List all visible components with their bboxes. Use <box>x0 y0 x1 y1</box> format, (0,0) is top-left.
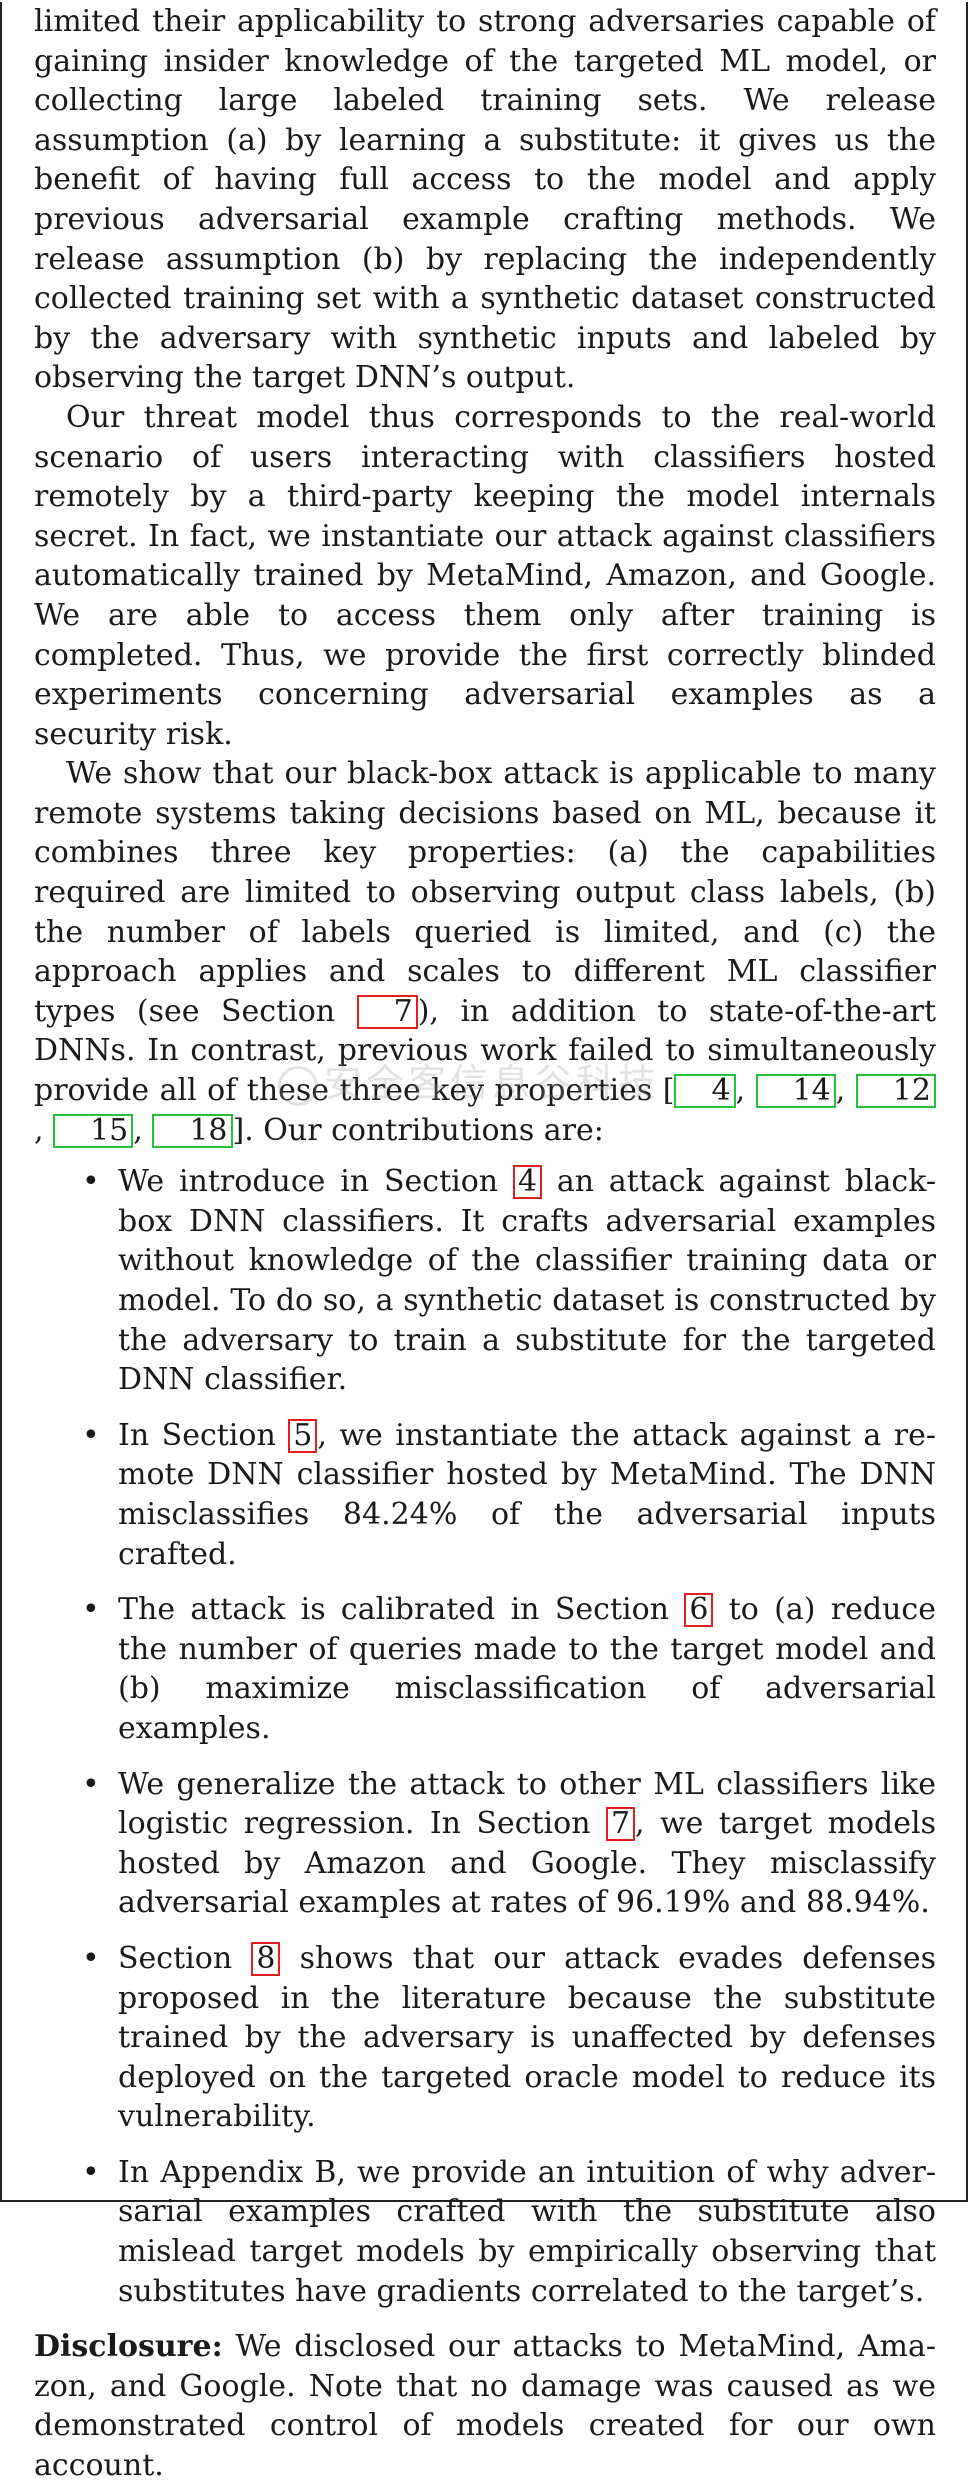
section-ref-link[interactable]: 7 <box>605 1807 636 1842</box>
section-ref-link[interactable]: 8 <box>251 1941 281 1976</box>
list-item: We introduce in Section 4 an attack agai… <box>82 1162 936 1400</box>
list-item: We generalize the attack to other ML cla… <box>82 1765 936 1923</box>
citation-link[interactable]: 12 <box>855 1074 936 1109</box>
list-item: In Section 5, we instantiate the attack … <box>82 1416 936 1574</box>
contributions-list: We introduce in Section 4 an attack agai… <box>34 1162 936 2311</box>
citation-link[interactable]: 14 <box>755 1074 836 1109</box>
citation-link[interactable]: 15 <box>53 1113 134 1148</box>
disclosure-label: Disclosure: <box>34 2329 223 2365</box>
list-item: Section 8 shows that our attack evades d… <box>82 1939 936 2137</box>
citation-link[interactable]: 18 <box>152 1113 233 1148</box>
section-ref-link[interactable]: 6 <box>684 1593 714 1628</box>
section-ref-link[interactable]: 7 <box>356 994 418 1029</box>
citation-link[interactable]: 4 <box>674 1074 736 1109</box>
paragraph-disclosure: Disclosure: We disclosed our attacks to … <box>34 2329 936 2484</box>
list-item: In Appendix B, we provide an intuition o… <box>82 2153 936 2311</box>
paragraph-assumptions: limited their applicability to strong ad… <box>34 4 936 396</box>
paragraph-key-properties: We show that our black-box attack is app… <box>34 756 936 1148</box>
paragraph-threat-model: Our threat model thus corresponds to the… <box>34 399 936 752</box>
section-ref-link[interactable]: 4 <box>512 1165 543 1200</box>
section-ref-link[interactable]: 5 <box>288 1418 318 1453</box>
list-item: The attack is calibrated in Section 6 to… <box>82 1590 936 1748</box>
